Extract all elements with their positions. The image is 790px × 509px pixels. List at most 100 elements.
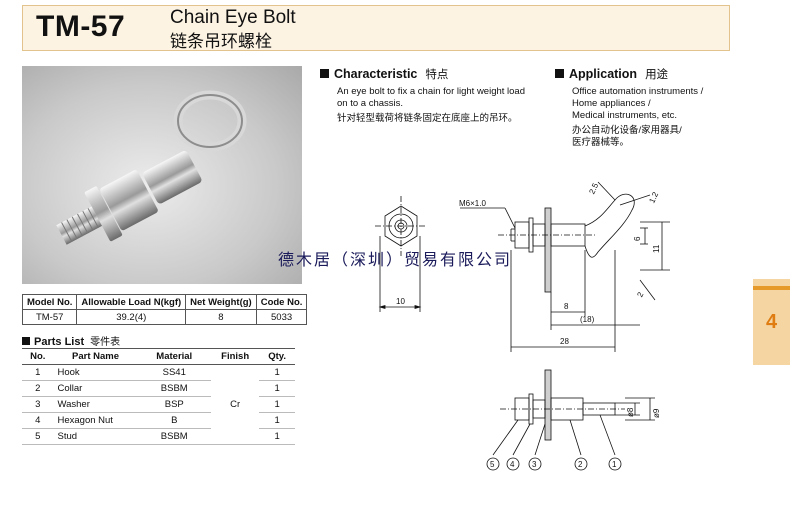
application-line-cn: 医疗器械等。 xyxy=(572,137,630,148)
spec-table: Model No. Allowable Load N(kgf) Net Weig… xyxy=(21,294,308,325)
dim-28: 28 xyxy=(560,337,569,346)
dim-18: (18) xyxy=(580,315,595,324)
eye-hook-side xyxy=(584,193,635,258)
tab-accent-bar xyxy=(753,286,790,290)
parts-table: No. Part Name Material Finish Qty. 1 Hoo… xyxy=(22,348,295,445)
callout-label: 5 xyxy=(490,460,495,469)
characteristic-line: on to a chassis. xyxy=(337,98,404,109)
application-text: Office automation instruments / Home app… xyxy=(572,86,703,149)
part-no: 5 xyxy=(22,428,54,445)
callout-label: 4 xyxy=(510,460,515,469)
callout-2 xyxy=(574,457,588,471)
product-photo xyxy=(22,66,302,284)
dim-8: 8 xyxy=(564,302,569,311)
parts-header: Qty. xyxy=(259,348,295,365)
part-material: SS41 xyxy=(137,364,211,381)
table-row: 1 Hook SS41 Cr 1 xyxy=(22,364,295,445)
part-name: Collar xyxy=(53,380,138,397)
part-finish: Cr xyxy=(211,364,260,445)
characteristic-title: Characteristic xyxy=(334,67,418,81)
part-no: 3 xyxy=(22,396,54,413)
spec-cell: 39.2(4) xyxy=(76,309,187,325)
dim-2-5: 2.5 xyxy=(587,181,600,195)
part-name: Hook xyxy=(53,364,138,381)
table-row: 3 Washer BSP 1 xyxy=(22,396,295,413)
application-title: Application xyxy=(569,67,638,81)
watermark-text: 德木居（深圳）贸易有限公司 xyxy=(278,250,513,269)
dim-2: 2 xyxy=(635,290,645,298)
part-no: 1 xyxy=(22,364,54,381)
part-material: BSBM xyxy=(137,380,211,397)
part-qty: 1 xyxy=(259,396,295,413)
part-name: Stud xyxy=(53,428,138,445)
part-material: BSBM xyxy=(137,428,211,445)
application-line: Office automation instruments / xyxy=(572,86,704,97)
part-no: 4 xyxy=(22,412,54,429)
table-row: 4 Hexagon Nut B 1 xyxy=(22,412,295,429)
table-row: 5 Stud BSBM 1 xyxy=(22,428,295,445)
parts-list-title-cn: 零件表 xyxy=(90,337,121,348)
callout-label: 1 xyxy=(612,460,617,469)
application-line: Home appliances / xyxy=(572,98,651,109)
parts-header: No. xyxy=(22,348,54,365)
part-material: B xyxy=(137,412,211,429)
callout-label: 3 xyxy=(532,460,537,469)
dim-phi9: ø9 xyxy=(652,408,661,418)
square-bullet-icon xyxy=(555,69,564,78)
part-name: Washer xyxy=(53,396,138,413)
dim-10: 10 xyxy=(396,297,405,306)
application-line-cn: 办公自动化设备/家用器具/ xyxy=(572,125,682,136)
characteristic-text: An eye bolt to fix a chain for light wei… xyxy=(337,86,525,125)
callout-1 xyxy=(608,457,622,471)
model-number: TM-57 xyxy=(36,10,126,43)
dim-1-2: 1.2 xyxy=(647,190,660,204)
part-name: Hexagon Nut xyxy=(53,412,138,429)
part-qty: 1 xyxy=(259,364,295,381)
chassis-plate xyxy=(544,207,552,293)
square-bullet-icon xyxy=(22,337,30,345)
characteristic-line-cn: 针对轻型载荷将链条固定在底座上的吊环。 xyxy=(337,113,518,124)
application-heading: Application 用途 xyxy=(555,66,668,82)
spec-header-row: Model No. Allowable Load N(kgf) Net Weig… xyxy=(21,294,308,310)
spec-header: Allowable Load N(kgf) xyxy=(76,294,187,310)
characteristic-line: An eye bolt to fix a chain for light wei… xyxy=(337,86,526,97)
parts-list-title: Parts List xyxy=(34,336,85,348)
thread-label: M6×1.0 xyxy=(459,199,486,208)
parts-header-row: No. Part Name Material Finish Qty. xyxy=(22,348,295,365)
square-bullet-icon xyxy=(320,69,329,78)
characteristic-title-cn: 特点 xyxy=(425,69,449,81)
spec-cell: TM-57 xyxy=(21,309,78,325)
characteristic-heading: Characteristic 特点 xyxy=(320,66,448,82)
table-row: 2 Collar BSBM 1 xyxy=(22,380,295,397)
part-qty: 1 xyxy=(259,428,295,445)
callout-label: 2 xyxy=(578,460,583,469)
parts-list-heading: Parts List 零件表 xyxy=(22,333,120,348)
section-number: 4 xyxy=(765,311,778,333)
header-bar xyxy=(22,5,730,51)
dim-phi8: ø8 xyxy=(626,407,635,417)
part-qty: 1 xyxy=(259,380,295,397)
part-material: BSP xyxy=(137,396,211,413)
callout-4 xyxy=(506,457,520,471)
callout-5 xyxy=(486,457,500,471)
part-no: 2 xyxy=(22,380,54,397)
section-tab[interactable]: 4 xyxy=(753,279,790,365)
spec-header: Net Weight(g) xyxy=(185,294,257,310)
parts-header: Finish xyxy=(211,348,260,365)
product-title-en: Chain Eye Bolt xyxy=(170,7,296,28)
application-title-cn: 用途 xyxy=(645,69,669,81)
spec-row: TM-57 39.2(4) 8 5033 xyxy=(21,309,308,325)
application-line: Medical instruments, etc. xyxy=(572,110,678,121)
dim-6: 6 xyxy=(633,236,642,241)
eye-bolt-illustration xyxy=(56,90,247,245)
spec-header: Code No. xyxy=(255,294,308,310)
part-qty: 1 xyxy=(259,412,295,429)
product-title-cn: 链条吊环螺栓 xyxy=(170,32,272,51)
chassis-plate-lower xyxy=(544,369,552,441)
dim-11: 11 xyxy=(652,244,661,253)
spec-cell: 5033 xyxy=(255,309,308,325)
parts-header: Part Name xyxy=(53,348,138,365)
callout-3 xyxy=(528,457,542,471)
parts-header: Material xyxy=(137,348,211,365)
